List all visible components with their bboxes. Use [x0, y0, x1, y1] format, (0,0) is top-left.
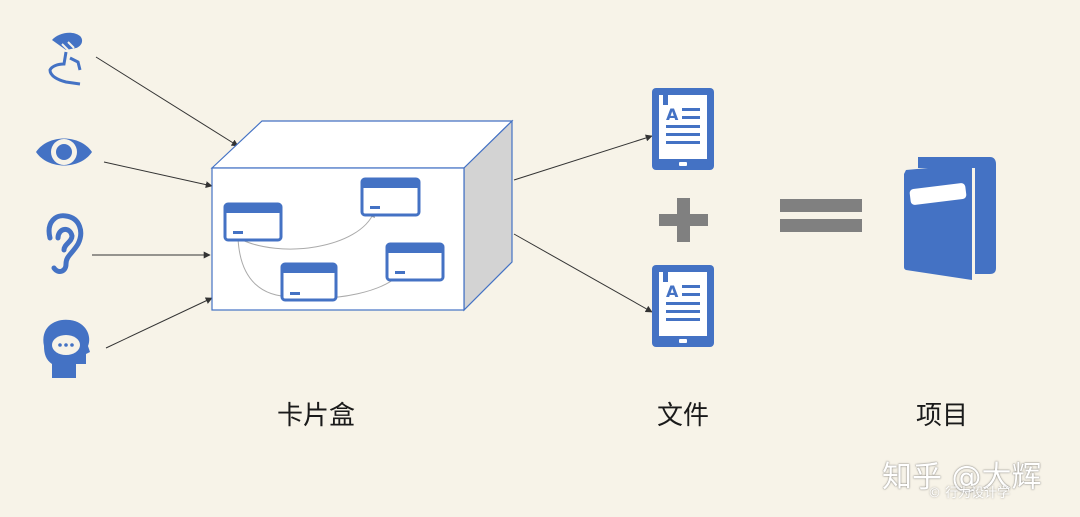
card-box-label: 卡片盒	[276, 401, 355, 431]
eye-icon	[36, 138, 92, 166]
svg-text:A: A	[666, 282, 679, 301]
project-label: 项目	[915, 401, 968, 431]
hand-touch-icon	[48, 32, 83, 86]
plus-icon	[659, 198, 708, 242]
ear-icon	[46, 213, 84, 274]
output-arrows	[513, 134, 653, 313]
input-arrows	[92, 56, 239, 349]
watermark-sub: © 行为设计学	[928, 486, 1011, 501]
document-icon: A	[652, 265, 714, 347]
documents-label: 文件	[656, 401, 709, 431]
head-speech-icon	[43, 319, 90, 378]
document-icon: A	[652, 88, 714, 170]
book-icon	[904, 157, 996, 280]
card-4	[385, 242, 445, 282]
equals-icon	[780, 199, 862, 232]
svg-text:A: A	[666, 105, 679, 124]
watermark: 知乎 @大辉	[882, 460, 1042, 495]
card-2	[360, 177, 421, 217]
card-3	[280, 262, 338, 302]
card-1	[223, 202, 283, 242]
